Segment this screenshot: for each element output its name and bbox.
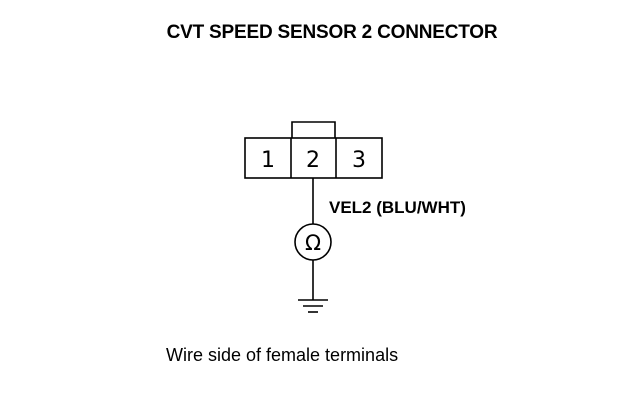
- wire-label: VEL2 (BLU/WHT): [329, 198, 466, 217]
- terminal-2-label: 2: [306, 148, 320, 173]
- terminal-3-label: 3: [352, 148, 366, 173]
- ohmmeter-icon: Ω: [294, 223, 332, 261]
- diagram-title: CVT SPEED SENSOR 2 CONNECTOR: [166, 22, 498, 43]
- caption: Wire side of female terminals: [166, 345, 399, 365]
- connector-lock-tab: [291, 121, 336, 138]
- ohm-symbol: Ω: [305, 231, 321, 255]
- ground-icon: [298, 299, 328, 313]
- terminal-1-label: 1: [261, 148, 275, 173]
- connector-housing: [244, 121, 383, 179]
